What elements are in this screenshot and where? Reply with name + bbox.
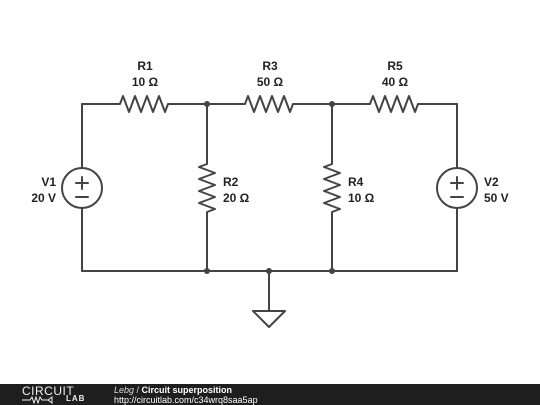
r5-value: 40 Ω [382, 75, 409, 89]
top-wire [81, 95, 458, 113]
circuit-title[interactable]: Circuit superposition [141, 384, 233, 395]
junction-node [204, 101, 210, 107]
circuitlab-logo[interactable]: CIRCUIT LAB [0, 384, 108, 405]
r4-value: 10 Ω [348, 191, 375, 205]
v2-source [436, 167, 478, 209]
v1-value: 20 V [31, 191, 56, 205]
v1-source [61, 167, 103, 209]
circuit-schematic: R1 10 Ω R3 50 Ω R5 40 Ω R2 20 Ω R4 10 Ω … [31, 59, 509, 328]
logo-lab-text: LAB [66, 394, 86, 403]
v1-name: V1 [41, 175, 56, 189]
r2-value: 20 Ω [223, 191, 250, 205]
r3-name: R3 [262, 59, 278, 73]
r4-resistor [323, 103, 341, 272]
logo-resistor-icon [22, 396, 53, 404]
r4-name: R4 [348, 175, 364, 189]
junction-node [266, 268, 272, 274]
junction-node [329, 101, 335, 107]
circuit-url[interactable]: http://circuitlab.com/c34wrq8saa5ap [114, 394, 258, 405]
footer-bar: CIRCUIT LAB Lebg / Circuit superposition… [0, 384, 540, 405]
r2-name: R2 [223, 175, 239, 189]
author-link[interactable]: Lebg [114, 384, 135, 395]
v2-value: 50 V [484, 191, 509, 205]
r1-name: R1 [137, 59, 153, 73]
r5-name: R5 [387, 59, 403, 73]
ground-symbol [252, 270, 286, 328]
r1-value: 10 Ω [132, 75, 159, 89]
junction-node [329, 268, 335, 274]
logo-wordmark: CIRCUIT [22, 384, 75, 398]
breadcrumb-separator: / [134, 384, 142, 395]
r2-resistor [198, 103, 216, 272]
r3-value: 50 Ω [257, 75, 284, 89]
junction-node [204, 268, 210, 274]
footer-info: Lebg / Circuit superposition http://circ… [108, 385, 258, 405]
v2-name: V2 [484, 175, 499, 189]
